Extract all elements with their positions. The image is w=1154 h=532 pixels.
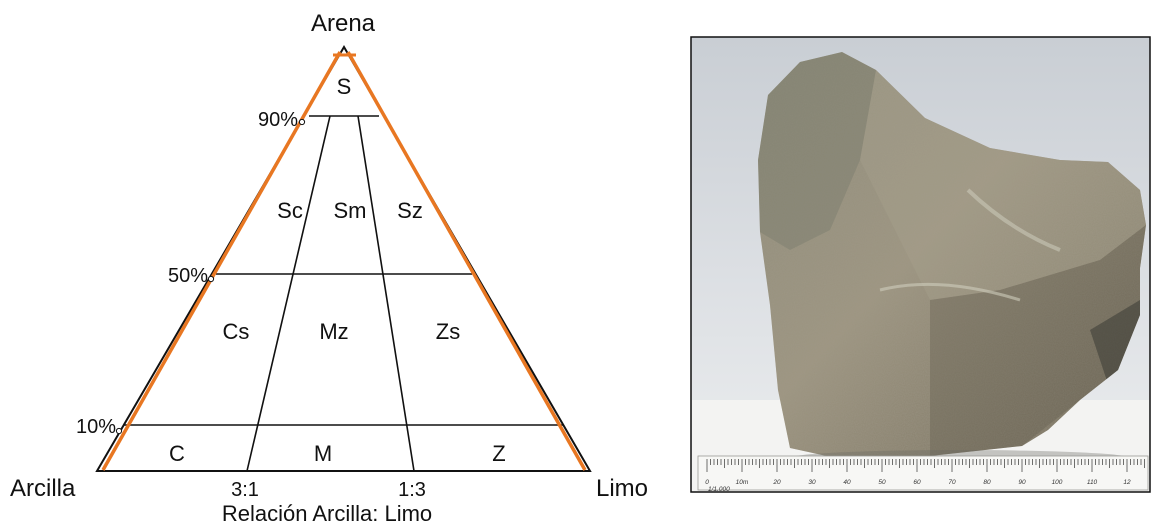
- field-label-cs: Cs: [223, 319, 250, 344]
- scale-ruler: [698, 456, 1148, 490]
- field-label-s: S: [337, 74, 352, 99]
- scale-number: 30: [808, 479, 816, 486]
- field-label-sm: Sm: [334, 198, 367, 223]
- scale-number: 20: [772, 479, 781, 486]
- scale-number: 40: [843, 479, 851, 486]
- line-ratio-3-1: [247, 116, 330, 471]
- triangle-outline: [97, 47, 590, 471]
- scale-number: 70: [948, 479, 956, 486]
- scale-number: 90: [1018, 479, 1026, 486]
- tick-90: [299, 119, 304, 124]
- field-label-c: C: [169, 441, 185, 466]
- scale-number: 50: [878, 479, 886, 486]
- vertex-label-arena: Arena: [311, 10, 376, 37]
- axis-title: Relación Arcilla: Limo: [222, 501, 432, 526]
- tick-10: [116, 428, 121, 433]
- scale-number: 0: [705, 479, 709, 486]
- field-label-zs: Zs: [436, 319, 460, 344]
- highlight-line-right: [348, 52, 585, 470]
- field-label-sz: Sz: [397, 198, 423, 223]
- highlight-line-left: [103, 52, 340, 470]
- vertex-label-arcilla: Arcilla: [10, 475, 76, 502]
- scale-number: 12: [1123, 479, 1131, 486]
- scale-caption: 1/1.000: [708, 486, 730, 493]
- scale-number: 10m: [736, 479, 749, 486]
- field-label-sc: Sc: [277, 198, 303, 223]
- field-label-mz: Mz: [319, 319, 348, 344]
- scale-number: 60: [913, 479, 921, 486]
- pct-label-90: 90%: [258, 109, 298, 131]
- rock-photo: 0 10m 20 30 40 50 60 70 80 90 100 110 12 1/1.000: [691, 37, 1154, 493]
- field-label-m: M: [314, 441, 332, 466]
- line-ratio-1-3: [358, 116, 414, 471]
- scale-number: 110: [1087, 479, 1098, 486]
- pct-label-10: 10%: [76, 416, 116, 438]
- field-label-z: Z: [492, 441, 505, 466]
- vertex-label-limo: Limo: [596, 475, 648, 502]
- scale-number: 100: [1052, 479, 1063, 486]
- ratio-label-1-3: 1:3: [398, 479, 426, 501]
- tick-50: [208, 276, 213, 281]
- scale-number: 80: [983, 479, 991, 486]
- pct-label-50: 50%: [168, 265, 208, 287]
- ratio-label-3-1: 3:1: [231, 479, 259, 501]
